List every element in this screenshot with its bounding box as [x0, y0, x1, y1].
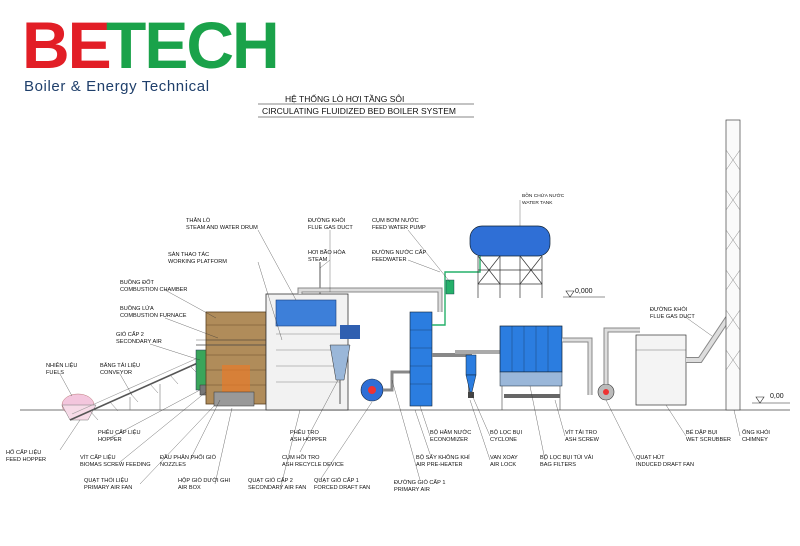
feed-water-pump: [445, 279, 455, 295]
air-lock: [468, 392, 474, 398]
tank-tower: [477, 255, 543, 298]
logo-be: BE: [22, 8, 112, 82]
primary-air-duct: [383, 370, 410, 392]
bag-filters: [499, 325, 563, 373]
level-000: 0,00: [770, 393, 784, 400]
logo-tech: TECH: [106, 8, 280, 82]
flue-gas-duct-3: [562, 337, 593, 395]
diagram-title-en: CIRCULATING FLUIDIZED BED BOILER SYSTEM: [262, 106, 456, 116]
fire-zone: [222, 365, 250, 393]
conveyor-trusses: [89, 365, 197, 421]
superheater: [340, 325, 360, 339]
flue-gas-duct-2: [432, 353, 472, 395]
bag-filter-hoppers: [499, 371, 563, 387]
ash-hopper: [329, 344, 351, 381]
water-tank: [469, 225, 551, 257]
cyclone: [465, 354, 477, 376]
chimney-bracing: [725, 149, 741, 371]
feed-hopper: [61, 404, 97, 421]
diagram-title-vi: HỆ THỐNG LÒ HƠI TẦNG SÔI: [285, 94, 405, 104]
chimney: [725, 119, 741, 411]
leader-lines: [59, 200, 741, 491]
conveyor-belt: [69, 361, 201, 421]
economizer: [409, 311, 433, 407]
steam-water-drum: [275, 299, 337, 327]
level-0000: 0,000: [575, 288, 593, 295]
air-box: [213, 391, 255, 407]
fan-motor: [368, 386, 376, 394]
flue-gas-duct-4: [603, 327, 640, 384]
wet-scrubber: [635, 334, 687, 406]
logo-tagline: Boiler & Energy Technical: [24, 78, 210, 95]
feedwater-line: [432, 252, 481, 326]
